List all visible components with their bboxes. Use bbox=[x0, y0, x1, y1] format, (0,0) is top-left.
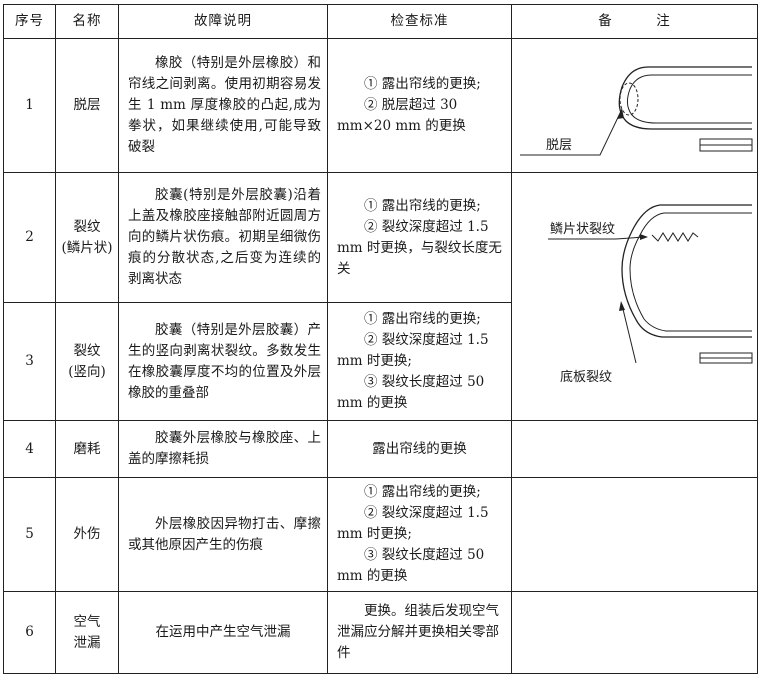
row-desc: 胶囊外层橡胶与橡胶座、上盖的摩擦耗损 bbox=[118, 420, 328, 478]
row-std: 露出帘线的更换 bbox=[327, 420, 512, 478]
delamination-figure-cell: 脱层 bbox=[511, 38, 758, 173]
row-no: 3 bbox=[3, 302, 56, 421]
row-no: 5 bbox=[3, 477, 56, 592]
row-std: ① 露出帘线的更换; ② 裂纹深度超过 1.5 mm 时更换; ③ 裂纹长度超过… bbox=[327, 302, 512, 421]
base-crack-label: 底板裂纹 bbox=[560, 369, 612, 385]
delamination-figure: 脱层 bbox=[520, 66, 753, 156]
header-name: 名称 bbox=[55, 4, 119, 39]
row-desc: 在运用中产生空气泄漏 bbox=[118, 591, 328, 674]
row-no: 2 bbox=[3, 171, 56, 304]
fault-table: 序号 名称 故障说明 检查标准 备 注 1 脱层 橡胶（特别是外层橡胶）和帘线之… bbox=[3, 4, 758, 674]
row-no: 1 bbox=[3, 38, 56, 173]
row-name: 外伤 bbox=[55, 477, 119, 592]
header-desc: 故障说明 bbox=[118, 4, 328, 39]
row-name: 裂纹(鳞片状) bbox=[55, 171, 119, 304]
table-row: 3 裂纹(竖向) 胶囊（特别是外层胶囊）产生的竖向剥离状裂纹。多数发生在橡胶囊厚… bbox=[3, 302, 758, 421]
row-desc: 胶囊(特别是外层胶囊)沿着上盖及橡胶座接触部附近圆周方向的鳞片状伤痕。初期呈细微… bbox=[118, 171, 328, 304]
note-empty bbox=[511, 591, 758, 674]
crack-figure: 鳞片状裂纹 底板裂纹 bbox=[548, 204, 753, 385]
header-std: 检查标准 bbox=[327, 4, 512, 39]
note-empty bbox=[511, 477, 758, 592]
table-row: 6 空气泄漏 在运用中产生空气泄漏 更换。组装后发现空气泄漏应分解并更换相关零部… bbox=[3, 591, 758, 674]
table-row: 1 脱层 橡胶（特别是外层橡胶）和帘线之间剥离。使用初期容易发生 1 mm 厚度… bbox=[3, 38, 758, 173]
table-row: 2 裂纹(鳞片状) 胶囊(特别是外层胶囊)沿着上盖及橡胶座接触部附近圆周方向的鳞… bbox=[3, 171, 758, 421]
row-std: ① 露出帘线的更换; ② 裂纹深度超过 1.5 mm 时更换; ③ 裂纹长度超过… bbox=[327, 477, 512, 592]
row-desc: 橡胶（特别是外层橡胶）和帘线之间剥离。使用初期容易发生 1 mm 厚度橡胶的凸起… bbox=[118, 38, 328, 173]
row-name: 空气泄漏 bbox=[55, 591, 119, 674]
row-name: 裂纹(竖向) bbox=[55, 302, 119, 421]
crack-figure-cell: 鳞片状裂纹 底板裂纹 bbox=[511, 172, 758, 421]
row-no: 6 bbox=[3, 591, 56, 674]
scale-crack-label: 鳞片状裂纹 bbox=[550, 222, 615, 237]
row-name: 脱层 bbox=[55, 38, 119, 173]
row-desc: 外层橡胶因异物打击、摩擦或其他原因产生的伤痕 bbox=[118, 477, 328, 592]
row-name: 磨耗 bbox=[55, 420, 119, 478]
row-no: 4 bbox=[3, 420, 56, 478]
row-std: 更换。组装后发现空气泄漏应分解并更换相关零部件 bbox=[327, 591, 512, 674]
header-note: 备 注 bbox=[511, 4, 758, 39]
row-desc: 胶囊（特别是外层胶囊）产生的竖向剥离状裂纹。多数发生在橡胶囊厚度不均的位置及外层… bbox=[118, 302, 328, 421]
table-row: 4 磨耗 胶囊外层橡胶与橡胶座、上盖的摩擦耗损 露出帘线的更换 bbox=[3, 420, 758, 478]
row-std: ① 露出帘线的更换; ② 裂纹深度超过 1.5 mm 时更换，与裂纹长度无关 bbox=[327, 171, 512, 304]
note-empty bbox=[511, 420, 758, 478]
delamination-label: 脱层 bbox=[546, 138, 572, 153]
row-std: ① 露出帘线的更换; ② 脱层超过 30 mm×20 mm 的更换 bbox=[327, 38, 512, 173]
header-row: 序号 名称 故障说明 检查标准 备 注 bbox=[3, 4, 758, 39]
header-no: 序号 bbox=[3, 4, 56, 39]
table-row: 5 外伤 外层橡胶因异物打击、摩擦或其他原因产生的伤痕 ① 露出帘线的更换; ②… bbox=[3, 477, 758, 592]
